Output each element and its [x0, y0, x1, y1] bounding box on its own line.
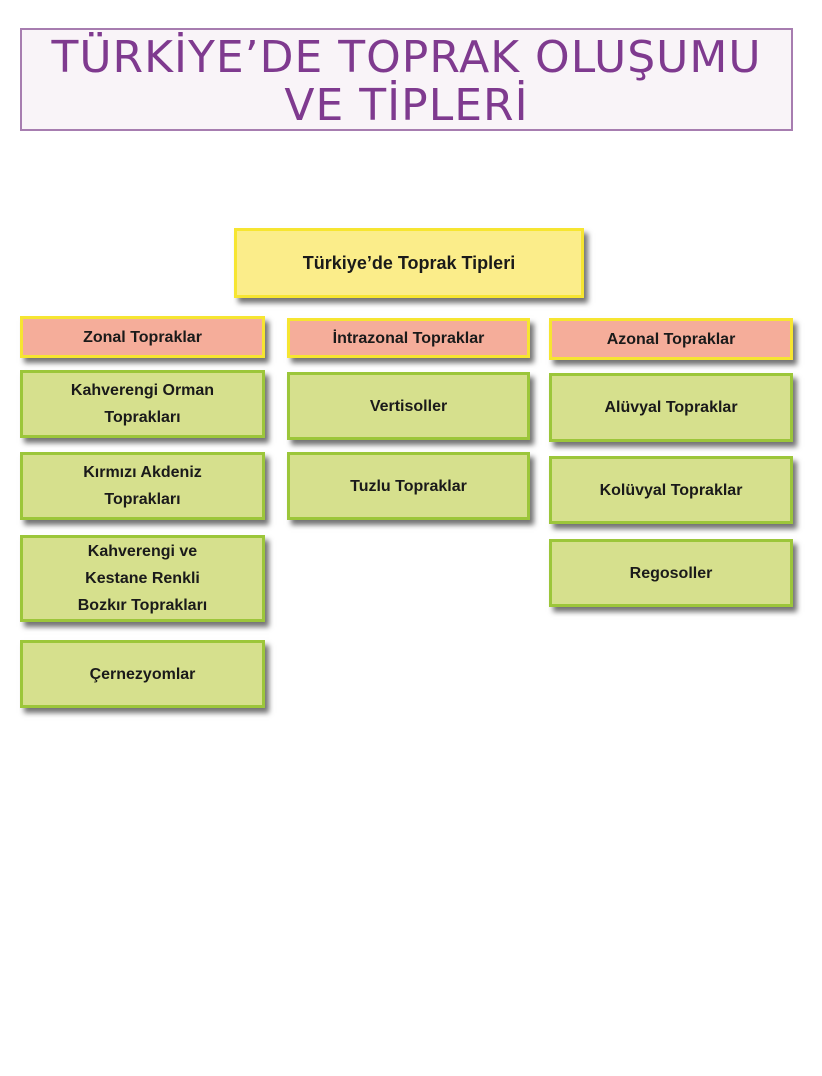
root-node: Türkiye’de Toprak Tipleri — [234, 228, 584, 298]
zonal-header: Zonal Topraklar — [20, 316, 265, 358]
zonal-item: Kahverengi ve Kestane Renkli Bozkır Topr… — [20, 535, 265, 622]
azonal-item: Regosoller — [549, 539, 793, 607]
azonal-item: Kolüvyal Topraklar — [549, 456, 793, 524]
intrazonal-item: Vertisoller — [287, 372, 530, 440]
zonal-item: Kırmızı Akdeniz Toprakları — [20, 452, 265, 520]
azonal-header: Azonal Topraklar — [549, 318, 793, 360]
azonal-item: Alüvyal Topraklar — [549, 373, 793, 442]
page-title: TÜRKİYE’DE TOPRAK OLUŞUMU VE TİPLERİ — [20, 28, 793, 131]
zonal-item: Kahverengi Orman Toprakları — [20, 370, 265, 438]
intrazonal-item: Tuzlu Topraklar — [287, 452, 530, 520]
zonal-item: Çernezyomlar — [20, 640, 265, 708]
intrazonal-header: İntrazonal Topraklar — [287, 318, 530, 358]
